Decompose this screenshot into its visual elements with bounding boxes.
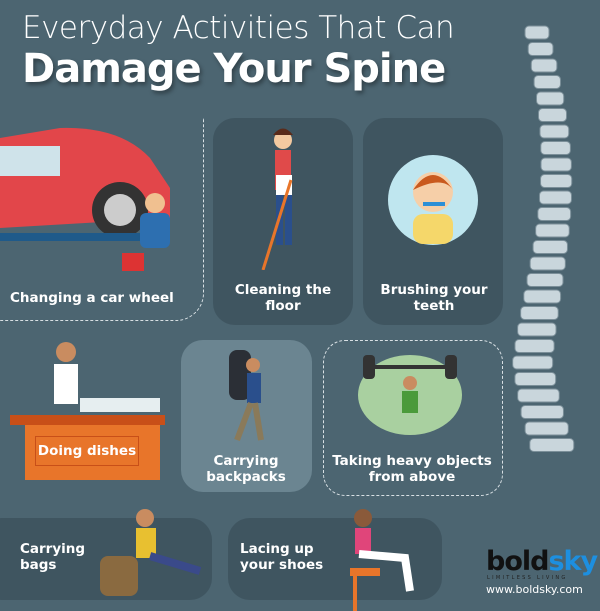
vertebra	[527, 42, 554, 56]
card-changing-car-wheel	[0, 118, 204, 321]
lacing-shoes-illustration	[350, 509, 414, 611]
cleaning-floor-illustration	[261, 128, 293, 270]
vertebra	[526, 273, 564, 287]
spine-illustration: /* placeholder */	[512, 25, 575, 452]
vertebra	[538, 190, 572, 205]
carrying-backpacks-illustration	[229, 350, 264, 442]
label-taking-heavy-objects: Taking heavy objects from above	[332, 453, 492, 485]
boldsky-logo: boldsky	[486, 546, 598, 577]
vertebra	[514, 339, 555, 353]
vertebra	[524, 25, 550, 40]
car-wheel-illustration	[0, 127, 170, 271]
vertebra	[524, 421, 569, 436]
label-brushing-teeth: Brushing your teeth	[380, 282, 488, 314]
brand-url: www.boldsky.com	[486, 583, 583, 596]
vertebra	[536, 91, 565, 106]
label-doing-dishes: Doing dishes	[35, 436, 139, 466]
heavy-objects-illustration	[358, 355, 462, 435]
vertebra	[529, 438, 575, 452]
vertebra	[514, 372, 557, 386]
vertebra	[520, 306, 559, 320]
label-changing-car-wheel: Changing a car wheel	[10, 290, 174, 306]
label-lacing-shoes: Lacing up your shoes	[240, 541, 324, 573]
vertebra	[517, 322, 557, 337]
vertebra	[520, 405, 564, 419]
vertebra	[539, 124, 570, 139]
vertebra	[538, 108, 568, 122]
vertebra	[540, 141, 571, 155]
vertebra	[523, 289, 562, 304]
vertebra	[535, 223, 570, 238]
brushing-teeth-illustration	[388, 155, 478, 245]
carrying-bags-illustration	[100, 509, 202, 596]
vertebra	[533, 75, 561, 89]
title-line2: Damage Your Spine	[22, 46, 446, 92]
vertebra	[529, 256, 566, 271]
vertebra	[537, 207, 572, 221]
vertebra	[540, 174, 573, 188]
vertebra	[530, 58, 558, 73]
vertebra	[540, 157, 572, 172]
vertebra	[517, 388, 560, 403]
brand-tagline: LIMITLESS LIVING	[487, 575, 568, 581]
label-carrying-backpacks: Carrying backpacks	[206, 453, 286, 485]
vertebra	[532, 240, 568, 254]
vertebra	[512, 355, 554, 370]
card-taking-heavy-objects	[323, 340, 503, 496]
label-cleaning-floor: Cleaning the floor	[234, 282, 332, 314]
title-line1: Everyday Activities That Can	[22, 10, 455, 46]
label-carrying-bags: Carrying bags	[20, 541, 86, 573]
